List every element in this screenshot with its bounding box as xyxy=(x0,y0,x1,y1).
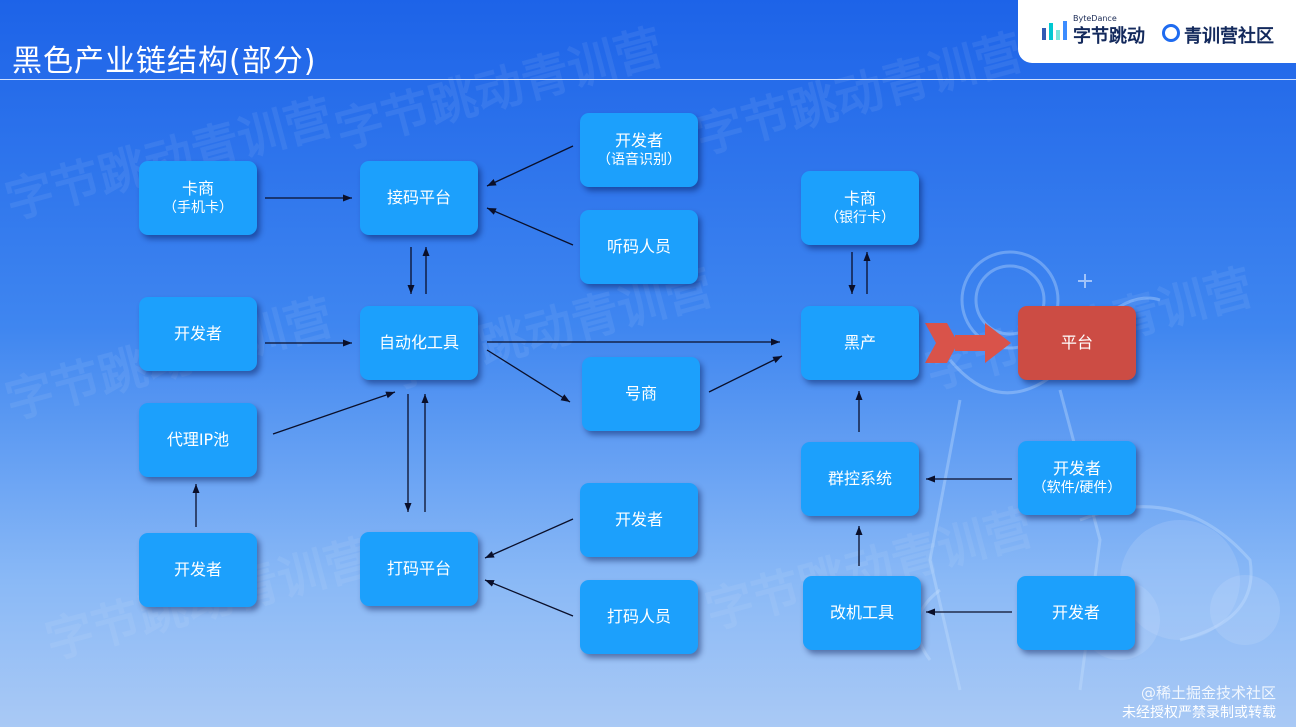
bytedance-name: 字节跳动 xyxy=(1073,26,1145,47)
node-platform: 平台 xyxy=(1018,306,1136,380)
community-name: 青训营社区 xyxy=(1184,26,1274,47)
node-label: 开发者 xyxy=(614,510,663,529)
node-captcha-platform: 打码平台 xyxy=(360,532,478,606)
node-developer-mod: 开发者 xyxy=(1017,576,1135,650)
node-label: 开发者 xyxy=(1052,459,1101,478)
arrow-tool-to-dealer xyxy=(486,349,571,403)
node-developer-hardware: 开发者 （软件/硬件） xyxy=(1018,441,1136,515)
node-developer-bottom: 开发者 xyxy=(139,533,257,607)
arrow-captcha-dev-to-captcha xyxy=(484,518,574,559)
node-account-dealer: 号商 xyxy=(582,357,700,431)
arrow-dealer-to-black xyxy=(708,355,783,393)
node-label: 开发者 xyxy=(614,131,663,150)
node-label: 群控系统 xyxy=(827,469,892,488)
node-card-dealer-bank: 卡商 （银行卡） xyxy=(801,171,919,245)
bytedance-small-label: ByteDance xyxy=(1073,14,1117,23)
node-label: 开发者 xyxy=(1051,603,1100,622)
node-label: 开发者 xyxy=(173,560,222,579)
node-card-dealer-phone: 卡商 （手机卡） xyxy=(139,161,257,235)
node-sms-platform: 接码平台 xyxy=(360,161,478,235)
page-title: 黑色产业链结构(部分) xyxy=(12,44,317,79)
node-sublabel: （手机卡） xyxy=(163,200,233,216)
node-sublabel: （软件/硬件） xyxy=(1032,480,1122,496)
logo-panel: ByteDance 字节跳动 青训营社区 xyxy=(1018,0,1296,63)
title-divider xyxy=(0,79,1296,80)
node-label: 代理IP池 xyxy=(166,430,230,449)
node-label: 卡商 xyxy=(181,179,214,198)
node-black-industry: 黑产 xyxy=(801,306,919,380)
bytedance-logo-icon xyxy=(1042,21,1067,40)
arrow-worker-to-captcha xyxy=(484,579,574,617)
footer-source: @稀土掘金技术社区 xyxy=(1140,684,1276,702)
node-label: 平台 xyxy=(1060,333,1093,352)
node-sublabel: （银行卡） xyxy=(825,210,895,226)
node-label: 卡商 xyxy=(843,189,876,208)
node-label: 改机工具 xyxy=(829,603,894,622)
node-label: 号商 xyxy=(624,384,657,403)
node-label: 开发者 xyxy=(173,324,222,343)
node-developer: 开发者 xyxy=(139,297,257,371)
node-label: 打码人员 xyxy=(606,607,671,626)
node-label: 黑产 xyxy=(843,333,876,352)
arrow-listener-to-sms xyxy=(486,207,574,246)
node-group-control-system: 群控系统 xyxy=(801,442,919,516)
node-captcha-worker: 打码人员 xyxy=(580,580,698,654)
node-developer-voice: 开发者 （语音识别） xyxy=(580,113,698,187)
node-automation-tool: 自动化工具 xyxy=(360,306,478,380)
node-proxy-ip-pool: 代理IP池 xyxy=(139,403,257,477)
community-logo-icon xyxy=(1162,24,1180,42)
node-developer-captcha: 开发者 xyxy=(580,483,698,557)
arrow-voice-dev-to-sms xyxy=(486,145,574,187)
arrow-proxy-to-tool xyxy=(272,391,396,435)
node-code-listener: 听码人员 xyxy=(580,210,698,284)
attack-arrow-icon xyxy=(925,323,1011,363)
footer-notice: 未经授权严禁录制或转载 xyxy=(1122,705,1276,721)
node-phone-mod-tool: 改机工具 xyxy=(803,576,921,650)
node-label: 听码人员 xyxy=(606,237,671,256)
node-sublabel: （语音识别） xyxy=(597,152,681,168)
node-label: 接码平台 xyxy=(386,188,451,207)
node-label: 打码平台 xyxy=(386,559,451,578)
node-label: 自动化工具 xyxy=(378,333,459,352)
